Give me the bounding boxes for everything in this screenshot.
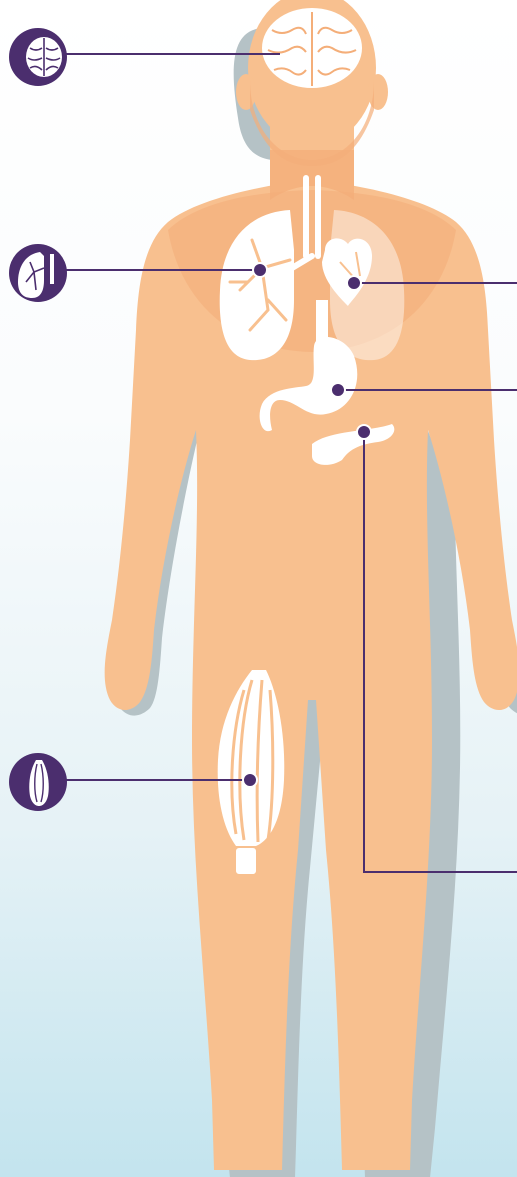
muscle-dot bbox=[243, 773, 257, 787]
muscle-icon bbox=[9, 753, 67, 811]
lung-dot bbox=[253, 263, 267, 277]
lung-icon bbox=[9, 244, 67, 302]
stomach-dot bbox=[331, 383, 345, 397]
brain-organ bbox=[262, 8, 362, 88]
pancreas-dot bbox=[357, 425, 371, 439]
brain-icon bbox=[9, 28, 67, 86]
heart-dot bbox=[347, 276, 361, 290]
